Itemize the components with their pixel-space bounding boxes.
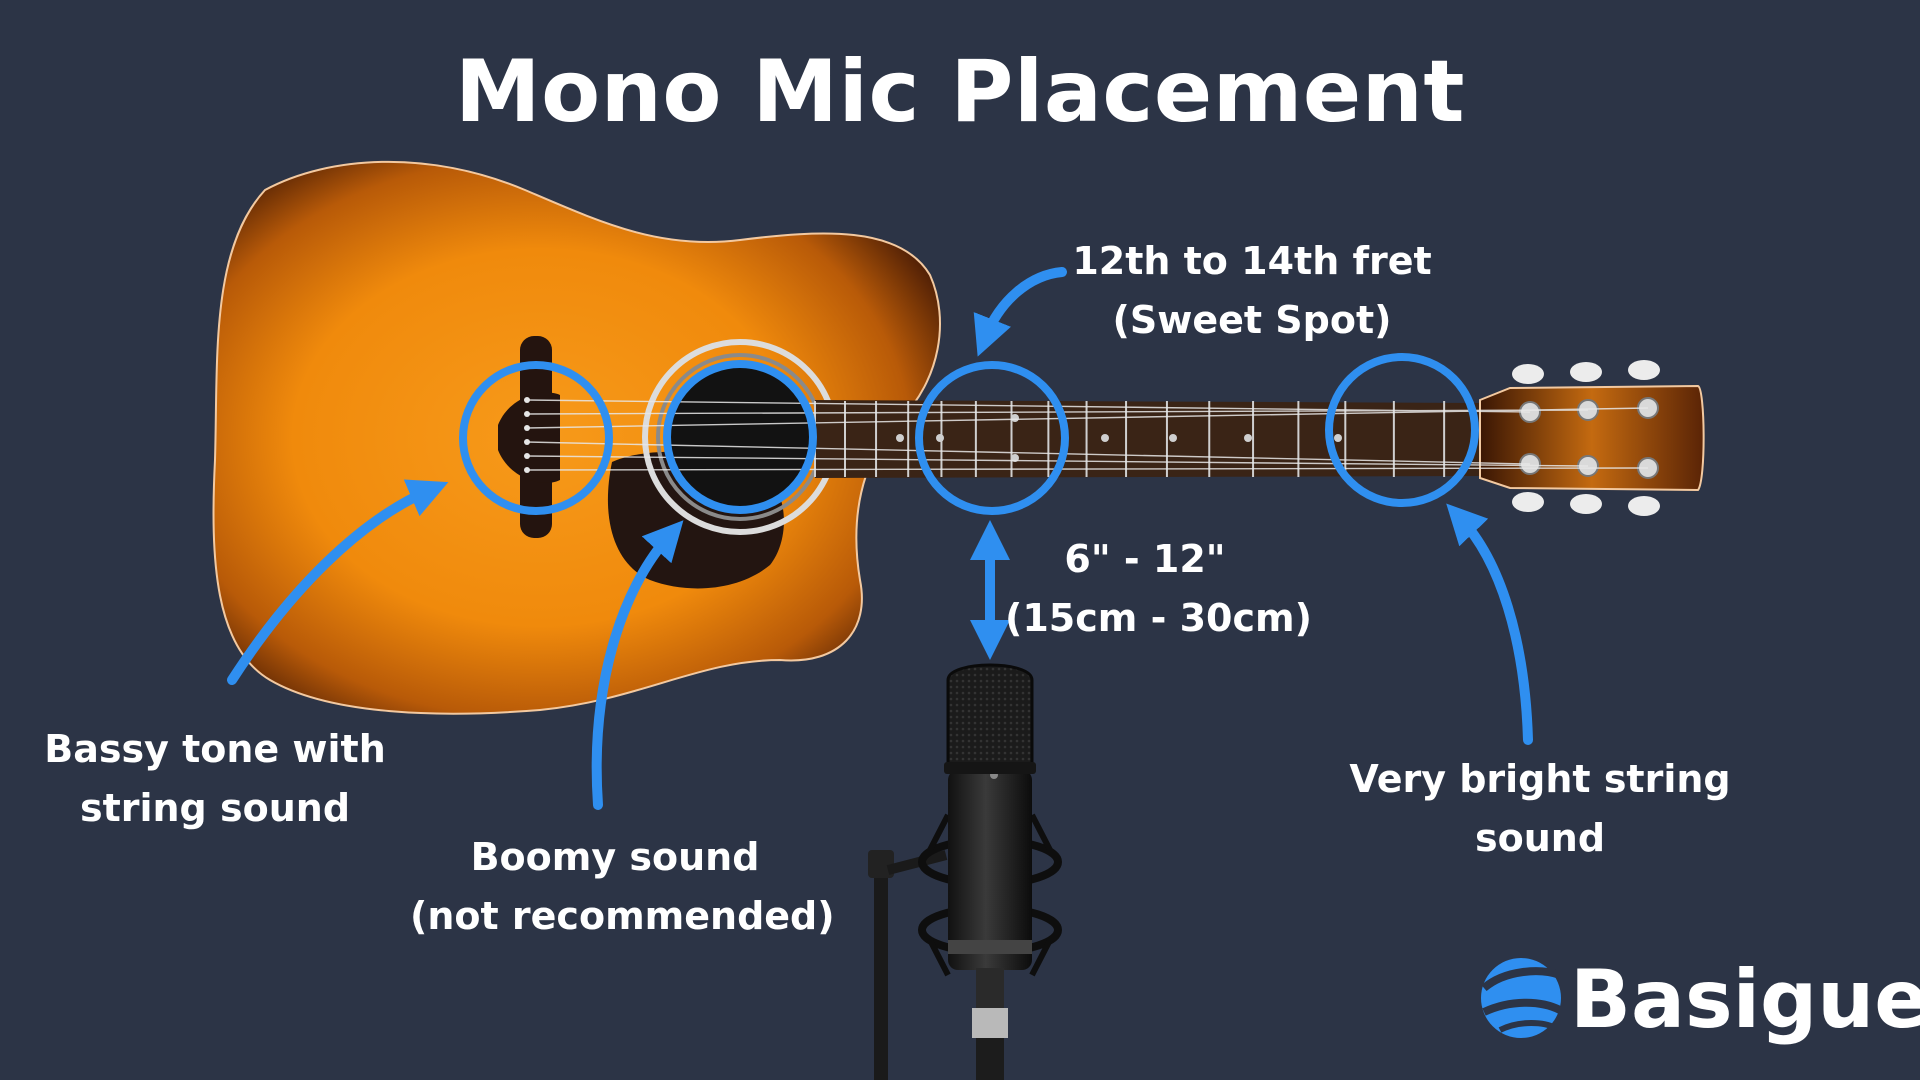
guitar-body xyxy=(212,160,941,715)
label-soundhole: Boomy sound (not recommended) xyxy=(410,828,835,946)
soundhole-marker xyxy=(663,360,817,514)
label-headstock-line-1: Very bright string xyxy=(1349,757,1731,801)
headstock-marker xyxy=(1325,353,1479,507)
label-distance: 6" - 12" (15cm - 30cm) xyxy=(1005,530,1312,648)
label-bridge-line-1: Bassy tone with xyxy=(44,727,386,771)
sweet-spot-marker xyxy=(915,361,1069,515)
bridge-arrow xyxy=(227,479,449,685)
brand-name: Basigue xyxy=(1570,953,1920,1046)
sweet-spot-arrow xyxy=(973,267,1067,357)
label-sweet-spot-line-1: 12th to 14th fret xyxy=(1072,239,1432,283)
label-soundhole-line-1: Boomy sound xyxy=(470,835,760,879)
condenser-microphone xyxy=(868,663,1062,1080)
headstock-arrow xyxy=(1446,503,1533,745)
bridge-marker xyxy=(459,361,613,515)
placement-markers xyxy=(459,353,1479,515)
label-headstock-line-2: sound xyxy=(1474,816,1606,860)
label-sweet-spot-line-2: (Sweet Spot) xyxy=(1112,298,1392,342)
label-distance-line-2: (15cm - 30cm) xyxy=(1005,596,1312,640)
label-bridge: Bassy tone with string sound xyxy=(30,720,400,838)
label-distance-line-1: 6" - 12" xyxy=(1064,537,1226,581)
guitar-headstock xyxy=(1479,360,1705,516)
label-bridge-line-2: string sound xyxy=(79,786,351,830)
soundhole-arrow xyxy=(591,520,684,810)
label-sweet-spot: 12th to 14th fret (Sweet Spot) xyxy=(1072,232,1432,350)
globe-logo-icon xyxy=(1481,958,1562,1038)
label-soundhole-line-2: (not recommended) xyxy=(410,894,835,938)
annotation-arrows xyxy=(227,267,1533,810)
page-title: Mono Mic Placement xyxy=(454,42,1465,142)
label-headstock: Very bright string sound xyxy=(1340,750,1740,868)
